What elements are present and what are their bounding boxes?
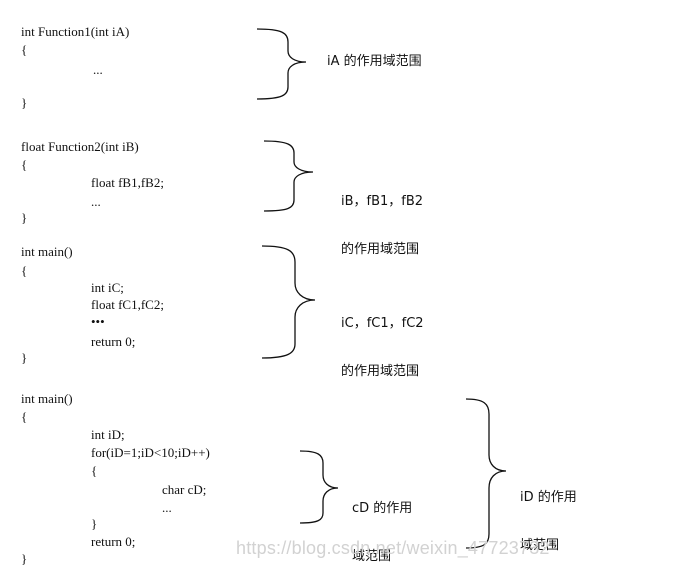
code-line-main-signature: int main() bbox=[21, 244, 73, 259]
scope-label-line: iB，fB1，fB2 bbox=[341, 194, 424, 209]
code-line-open-brace: { bbox=[21, 157, 28, 172]
code-line-close-brace: } bbox=[21, 210, 28, 225]
brace-scope-ic bbox=[261, 245, 316, 359]
code-line-ellipsis: ... bbox=[91, 194, 101, 209]
scope-label-line: 的作用域范围 bbox=[341, 364, 420, 379]
code-line-function2-signature: float Function2(int iB) bbox=[21, 139, 139, 154]
code-line-open-brace: { bbox=[21, 263, 28, 278]
scope-label-line: iD 的作用 bbox=[520, 490, 577, 505]
code-line-open-brace-inner: { bbox=[91, 463, 98, 478]
scope-label-id: iD 的作用 域范围 bbox=[520, 458, 577, 573]
watermark-url: https://blog.csdn.net/weixin_47723732 bbox=[236, 538, 550, 558]
code-line-return: return 0; bbox=[91, 334, 136, 349]
code-line-int-decl: int iC; bbox=[91, 280, 124, 295]
code-line-close-brace: } bbox=[21, 350, 28, 365]
scope-label-line: iC，fC1，fC2 bbox=[341, 316, 424, 331]
brace-scope-id bbox=[465, 398, 507, 549]
scope-label-line: 域范围 bbox=[520, 538, 560, 553]
code-line-float-decl: float fC1,fC2; bbox=[91, 297, 164, 312]
scope-label-line: 域范围 bbox=[352, 549, 392, 564]
code-line-open-brace: { bbox=[21, 42, 28, 57]
code-line-close-brace: } bbox=[21, 95, 28, 110]
code-line-for-loop: for(iD=1;iD<10;iD++) bbox=[91, 445, 210, 460]
code-line-open-brace: { bbox=[21, 409, 28, 424]
code-line-int-decl: int iD; bbox=[91, 427, 125, 442]
brace-scope-cd bbox=[299, 450, 339, 524]
scope-label-line: iA 的作用域范围 bbox=[327, 54, 422, 69]
scope-label-line: cD 的作用 bbox=[352, 501, 413, 516]
scope-label-ia: iA 的作用域范围 bbox=[327, 54, 422, 70]
brace-scope-ib bbox=[263, 140, 314, 212]
scope-label-ib: iB，fB1，fB2 的作用域范围 bbox=[341, 162, 423, 290]
code-line-close-brace-inner: } bbox=[91, 516, 98, 531]
code-line-main-signature: int main() bbox=[21, 391, 73, 406]
code-line-close-brace: } bbox=[21, 551, 28, 566]
code-line-return: return 0; bbox=[91, 534, 136, 549]
scope-label-ic: iC，fC1，fC2 的作用域范围 bbox=[341, 284, 424, 412]
code-line-bullets: ••• bbox=[91, 314, 105, 329]
code-line-ellipsis: ... bbox=[93, 62, 103, 77]
code-line-ellipsis: ... bbox=[162, 500, 172, 515]
scope-label-cd: cD 的作用 域范围 bbox=[352, 469, 412, 573]
scope-label-line: 的作用域范围 bbox=[341, 242, 420, 257]
code-line-function1-signature: int Function1(int iA) bbox=[21, 24, 130, 39]
brace-scope-ia bbox=[256, 28, 307, 100]
code-line-char-decl: char cD; bbox=[162, 482, 207, 497]
code-line-float-decl: float fB1,fB2; bbox=[91, 175, 164, 190]
